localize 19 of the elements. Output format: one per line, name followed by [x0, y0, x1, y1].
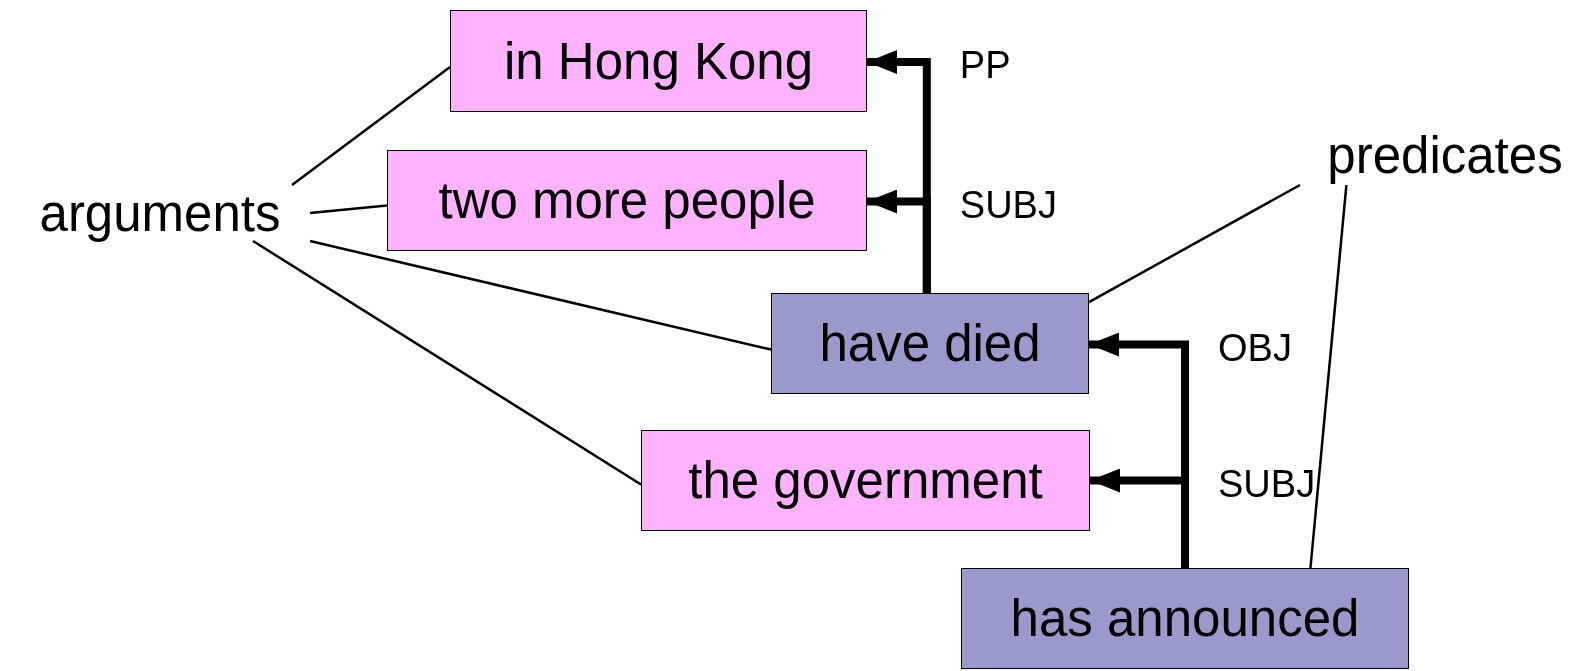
group-label: predicates [1327, 125, 1563, 185]
leader-line [309, 204, 388, 215]
argument-box [387, 150, 867, 251]
leader-line [309, 239, 772, 351]
argument-box [450, 10, 867, 112]
phrase-text: has announced [1010, 589, 1360, 648]
arrow [867, 189, 931, 293]
phrase-text: two more people [438, 171, 816, 230]
argument-box [641, 430, 1090, 531]
leader-line [1309, 184, 1348, 569]
leader-line [291, 66, 451, 186]
predicate-box [961, 568, 1409, 669]
leader-line [1088, 183, 1301, 304]
leader-line [252, 239, 642, 486]
predicate-box [771, 293, 1089, 394]
group-label: arguments [39, 183, 281, 243]
phrase-text: have died [819, 314, 1041, 373]
phrase-text: the government [688, 451, 1043, 510]
phrase-text: in Hong Kong [503, 31, 814, 91]
